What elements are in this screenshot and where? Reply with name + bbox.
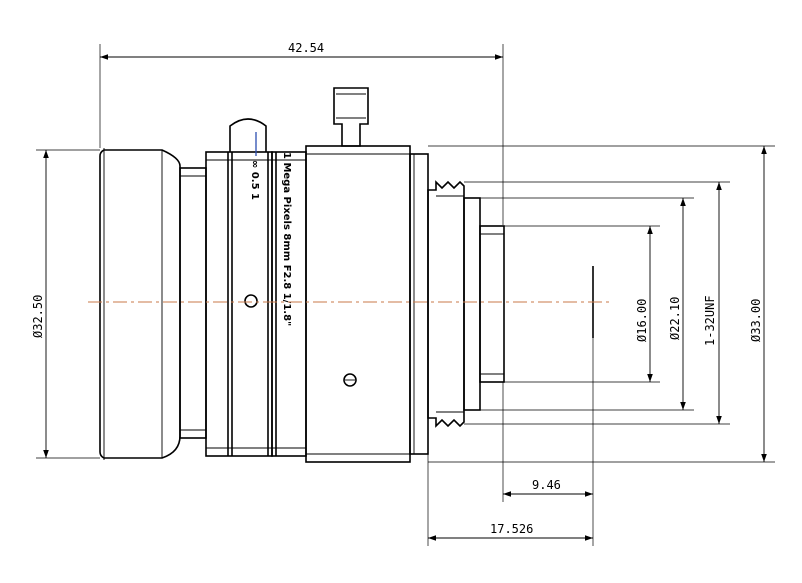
lens-engraving: 1 Mega Pixels 8mm F2.8 1/1.8" bbox=[281, 152, 292, 326]
lock-screw bbox=[333, 87, 369, 147]
dim-flange-focal-label: 17.526 bbox=[490, 522, 533, 536]
lens-body bbox=[99, 87, 594, 463]
dim-mount-thread: 1-32UNF bbox=[464, 181, 730, 425]
rear-element bbox=[479, 225, 505, 383]
dim-rear-diameter-label: Ø33.00 bbox=[749, 299, 763, 342]
barrel-step bbox=[179, 167, 207, 439]
dim-rear-diameter: Ø33.00 bbox=[428, 145, 775, 463]
focus-knob bbox=[229, 118, 267, 152]
iris-lock-screw bbox=[343, 373, 357, 387]
mount-thread bbox=[427, 180, 465, 428]
dim-overall-length-label: 42.54 bbox=[288, 41, 324, 55]
flange bbox=[463, 197, 481, 411]
dim-rear-element-diameter: Ø16.00 bbox=[504, 225, 660, 383]
dim-back-focal: 9.46 bbox=[502, 338, 594, 546]
focus-ring bbox=[205, 151, 273, 457]
dim-front-diameter-label: Ø32.50 bbox=[31, 295, 45, 338]
front-barrel bbox=[99, 149, 181, 459]
dim-flange-focal: 17.526 bbox=[427, 454, 593, 546]
dim-front-diameter: Ø32.50 bbox=[31, 149, 100, 459]
dim-mount-thread-label: 1-32UNF bbox=[703, 295, 717, 346]
dim-rear-element-diameter-label: Ø16.00 bbox=[635, 299, 649, 342]
rear-collar bbox=[409, 153, 429, 455]
dim-flange-diameter-label: Ø22.10 bbox=[668, 297, 682, 340]
focus-scale-engraving: ∞ 0.5 1 bbox=[249, 160, 260, 200]
focus-index-screw bbox=[244, 294, 258, 308]
dim-back-focal-label: 9.46 bbox=[532, 478, 561, 492]
dim-overall-length: 42.54 bbox=[99, 41, 504, 225]
main-body bbox=[305, 145, 411, 463]
dim-flange-diameter: Ø22.10 bbox=[480, 197, 694, 411]
